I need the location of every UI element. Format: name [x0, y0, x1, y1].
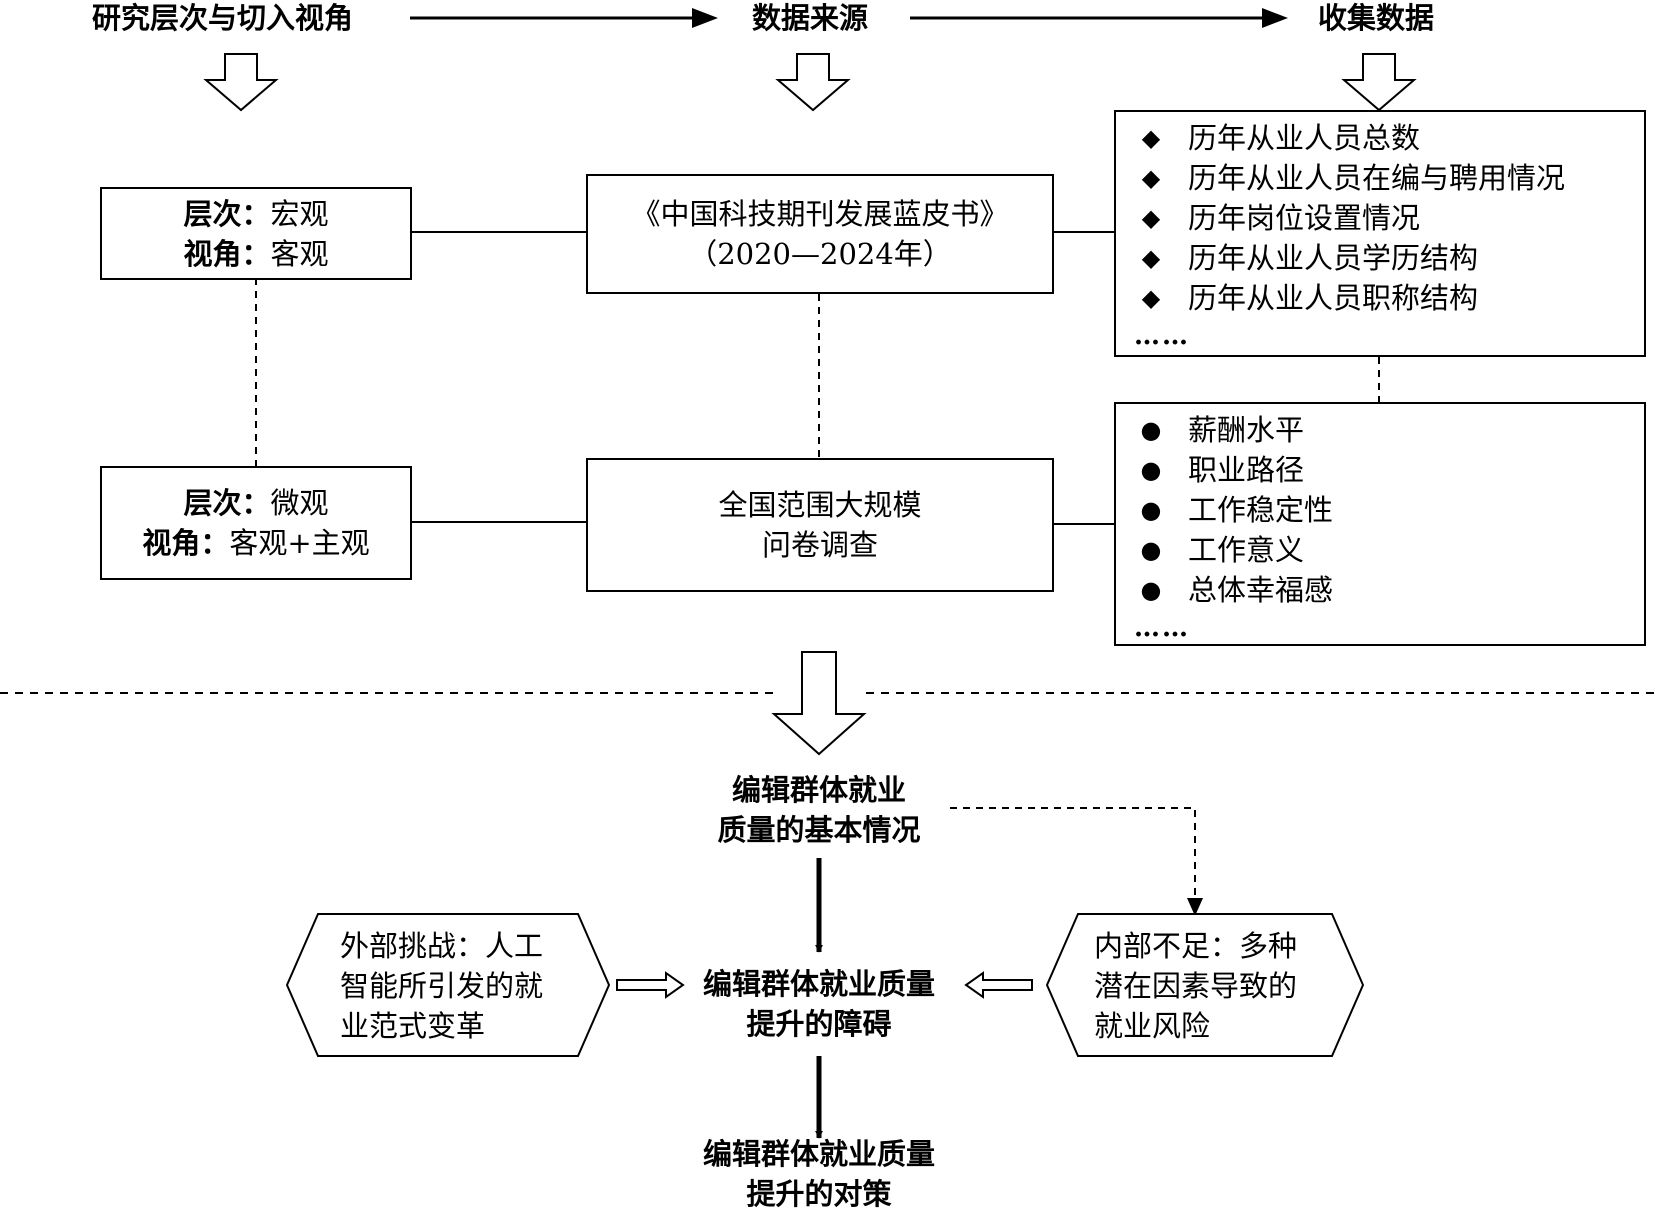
header-collect-data: 收集数据 [1318, 1, 1435, 35]
double-arrow-internal [964, 971, 1033, 999]
circle-bullet-icon: ● [1140, 416, 1162, 444]
diamond-bullet-icon: ◆ [1141, 284, 1161, 312]
diamond-bullet-icon: ◆ [1141, 124, 1161, 152]
circle-bullet-icon: ● [1140, 456, 1162, 484]
list-item: ●职业路径 [1116, 450, 1333, 490]
level-value: 微观 [270, 486, 329, 520]
view-label: 视角： [183, 236, 271, 271]
dashed-arrow-basic-to-internal [950, 807, 1196, 906]
diamond-bullet-icon: ◆ [1141, 204, 1161, 232]
view-label: 视角： [142, 526, 230, 560]
list-item: ◆历年从业人员学历结构 [1116, 238, 1565, 278]
header-data-source: 数据来源 [752, 1, 869, 35]
level-box-macro: 层次：宏观 视角：客观 [100, 187, 412, 280]
collect-objective-box: ◆历年从业人员总数 ◆历年从业人员在编与聘用情况 ◆历年岗位设置情况 ◆历年从业… [1114, 110, 1646, 357]
survey-line-2: 问卷调查 [761, 528, 878, 562]
circle-bullet-icon: ● [1140, 496, 1162, 524]
list-item: ●工作意义 [1116, 530, 1333, 570]
header-level-perspective: 研究层次与切入视角 [92, 1, 354, 35]
source-box-survey: 全国范围大规模 问卷调查 [586, 458, 1054, 592]
view-line: 视角：客观 [183, 234, 328, 274]
header-arrow-2 [910, 8, 1288, 28]
header-arrow-1 [410, 8, 718, 28]
view-value: 客观+主观 [229, 526, 370, 560]
hollow-down-arrow-main [771, 651, 867, 756]
list-ellipsis: …… [1134, 321, 1190, 351]
view-value: 客观 [270, 236, 329, 271]
internal-deficiency-hexagon [1045, 913, 1365, 1057]
level-value: 宏观 [270, 196, 329, 231]
subjective-list: ●薪酬水平 ●职业路径 ●工作稳定性 ●工作意义 ●总体幸福感 …… [1116, 410, 1333, 646]
level-line: 层次：宏观 [183, 194, 328, 234]
hollow-down-arrow-2 [775, 53, 851, 112]
level-label: 层次： [183, 196, 271, 231]
bluebook-title: 《中国科技期刊发展蓝皮书》 [631, 197, 1009, 231]
circle-bullet-icon: ● [1140, 536, 1162, 564]
double-arrow-external [616, 971, 685, 999]
list-item: ●总体幸福感 [1116, 570, 1334, 610]
external-challenge-hexagon [285, 913, 611, 1057]
node-basic-situation: 编辑群体就业 质量的基本情况 [717, 773, 921, 847]
hollow-down-arrow-1 [203, 53, 279, 112]
external-challenge-text: 外部挑战：人工 智能所引发的就 业范式变革 [340, 929, 544, 1043]
node-obstacles: 编辑群体就业质量 提升的障碍 [702, 967, 935, 1041]
node-strategies: 编辑群体就业质量 提升的对策 [702, 1137, 935, 1211]
hollow-down-arrow-3 [1341, 53, 1417, 112]
diamond-bullet-icon: ◆ [1141, 164, 1161, 192]
collect-subjective-box: ●薪酬水平 ●职业路径 ●工作稳定性 ●工作意义 ●总体幸福感 …… [1114, 402, 1646, 646]
list-item: ●工作稳定性 [1116, 490, 1334, 530]
diamond-bullet-icon: ◆ [1141, 244, 1161, 272]
list-item: ●薪酬水平 [1116, 410, 1333, 450]
view-line: 视角：客观+主观 [142, 523, 369, 563]
level-line: 层次：微观 [183, 483, 328, 523]
circle-bullet-icon: ● [1140, 576, 1162, 604]
list-item: ◆历年从业人员总数 [1116, 118, 1565, 158]
level-label: 层次： [183, 486, 271, 520]
bluebook-years: （2020—2024年） [688, 237, 952, 271]
source-box-bluebook: 《中国科技期刊发展蓝皮书》 （2020—2024年） [586, 174, 1054, 294]
dashed-arrow-head [1187, 898, 1203, 916]
internal-deficiency-text: 内部不足：多种 潜在因素导致的 就业风险 [1094, 929, 1298, 1043]
objective-list: ◆历年从业人员总数 ◆历年从业人员在编与聘用情况 ◆历年岗位设置情况 ◆历年从业… [1116, 118, 1565, 354]
list-item: ◆历年岗位设置情况 [1116, 198, 1565, 238]
list-item: ◆历年从业人员在编与聘用情况 [1116, 158, 1565, 198]
list-item: ◆历年从业人员职称结构 [1116, 278, 1565, 318]
list-ellipsis: …… [1134, 613, 1190, 643]
level-box-micro: 层次：微观 视角：客观+主观 [100, 466, 412, 580]
survey-line-1: 全国范围大规模 [718, 488, 922, 522]
